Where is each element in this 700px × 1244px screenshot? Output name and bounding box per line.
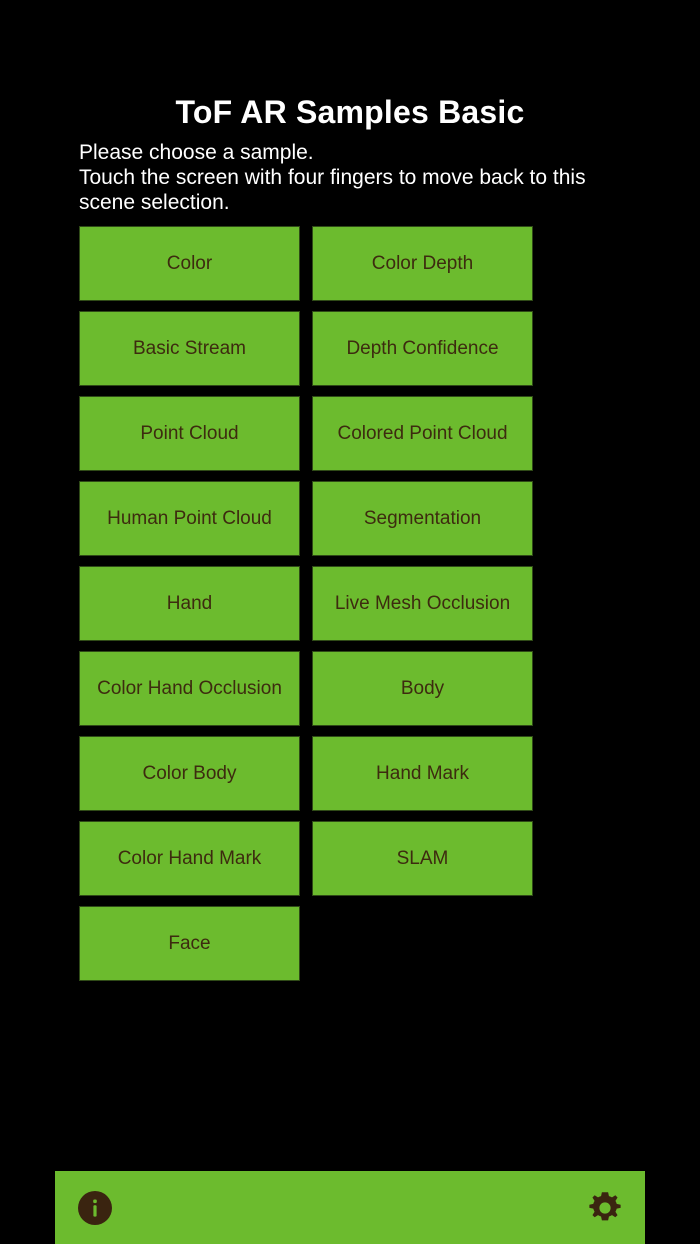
info-button[interactable]: [73, 1186, 117, 1230]
sample-button[interactable]: Hand Mark: [312, 736, 533, 811]
sample-button[interactable]: Depth Confidence: [312, 311, 533, 386]
sample-button[interactable]: Human Point Cloud: [79, 481, 300, 556]
sample-button[interactable]: Color Hand Occlusion: [79, 651, 300, 726]
sample-button[interactable]: Color: [79, 226, 300, 301]
page-title: ToF AR Samples Basic: [175, 94, 525, 130]
settings-button[interactable]: [583, 1186, 627, 1230]
gear-icon: [586, 1189, 624, 1227]
sample-button[interactable]: Color Depth: [312, 226, 533, 301]
sample-button[interactable]: Body: [312, 651, 533, 726]
sample-button[interactable]: Color Body: [79, 736, 300, 811]
sample-button[interactable]: Colored Point Cloud: [312, 396, 533, 471]
instructions-block: Please choose a sample. Touch the screen…: [79, 140, 619, 215]
grid-empty-cell: [312, 906, 533, 981]
instruction-line-2: Touch the screen with four fingers to mo…: [79, 166, 586, 214]
sample-button[interactable]: Point Cloud: [79, 396, 300, 471]
sample-button[interactable]: Hand: [79, 566, 300, 641]
info-icon: [76, 1189, 114, 1227]
instruction-line-1: Please choose a sample.: [79, 141, 314, 164]
bottom-toolbar: [55, 1171, 645, 1244]
sample-button[interactable]: Live Mesh Occlusion: [312, 566, 533, 641]
sample-button[interactable]: Segmentation: [312, 481, 533, 556]
sample-button[interactable]: SLAM: [312, 821, 533, 896]
sample-button[interactable]: Color Hand Mark: [79, 821, 300, 896]
sample-button[interactable]: Face: [79, 906, 300, 981]
sample-button[interactable]: Basic Stream: [79, 311, 300, 386]
